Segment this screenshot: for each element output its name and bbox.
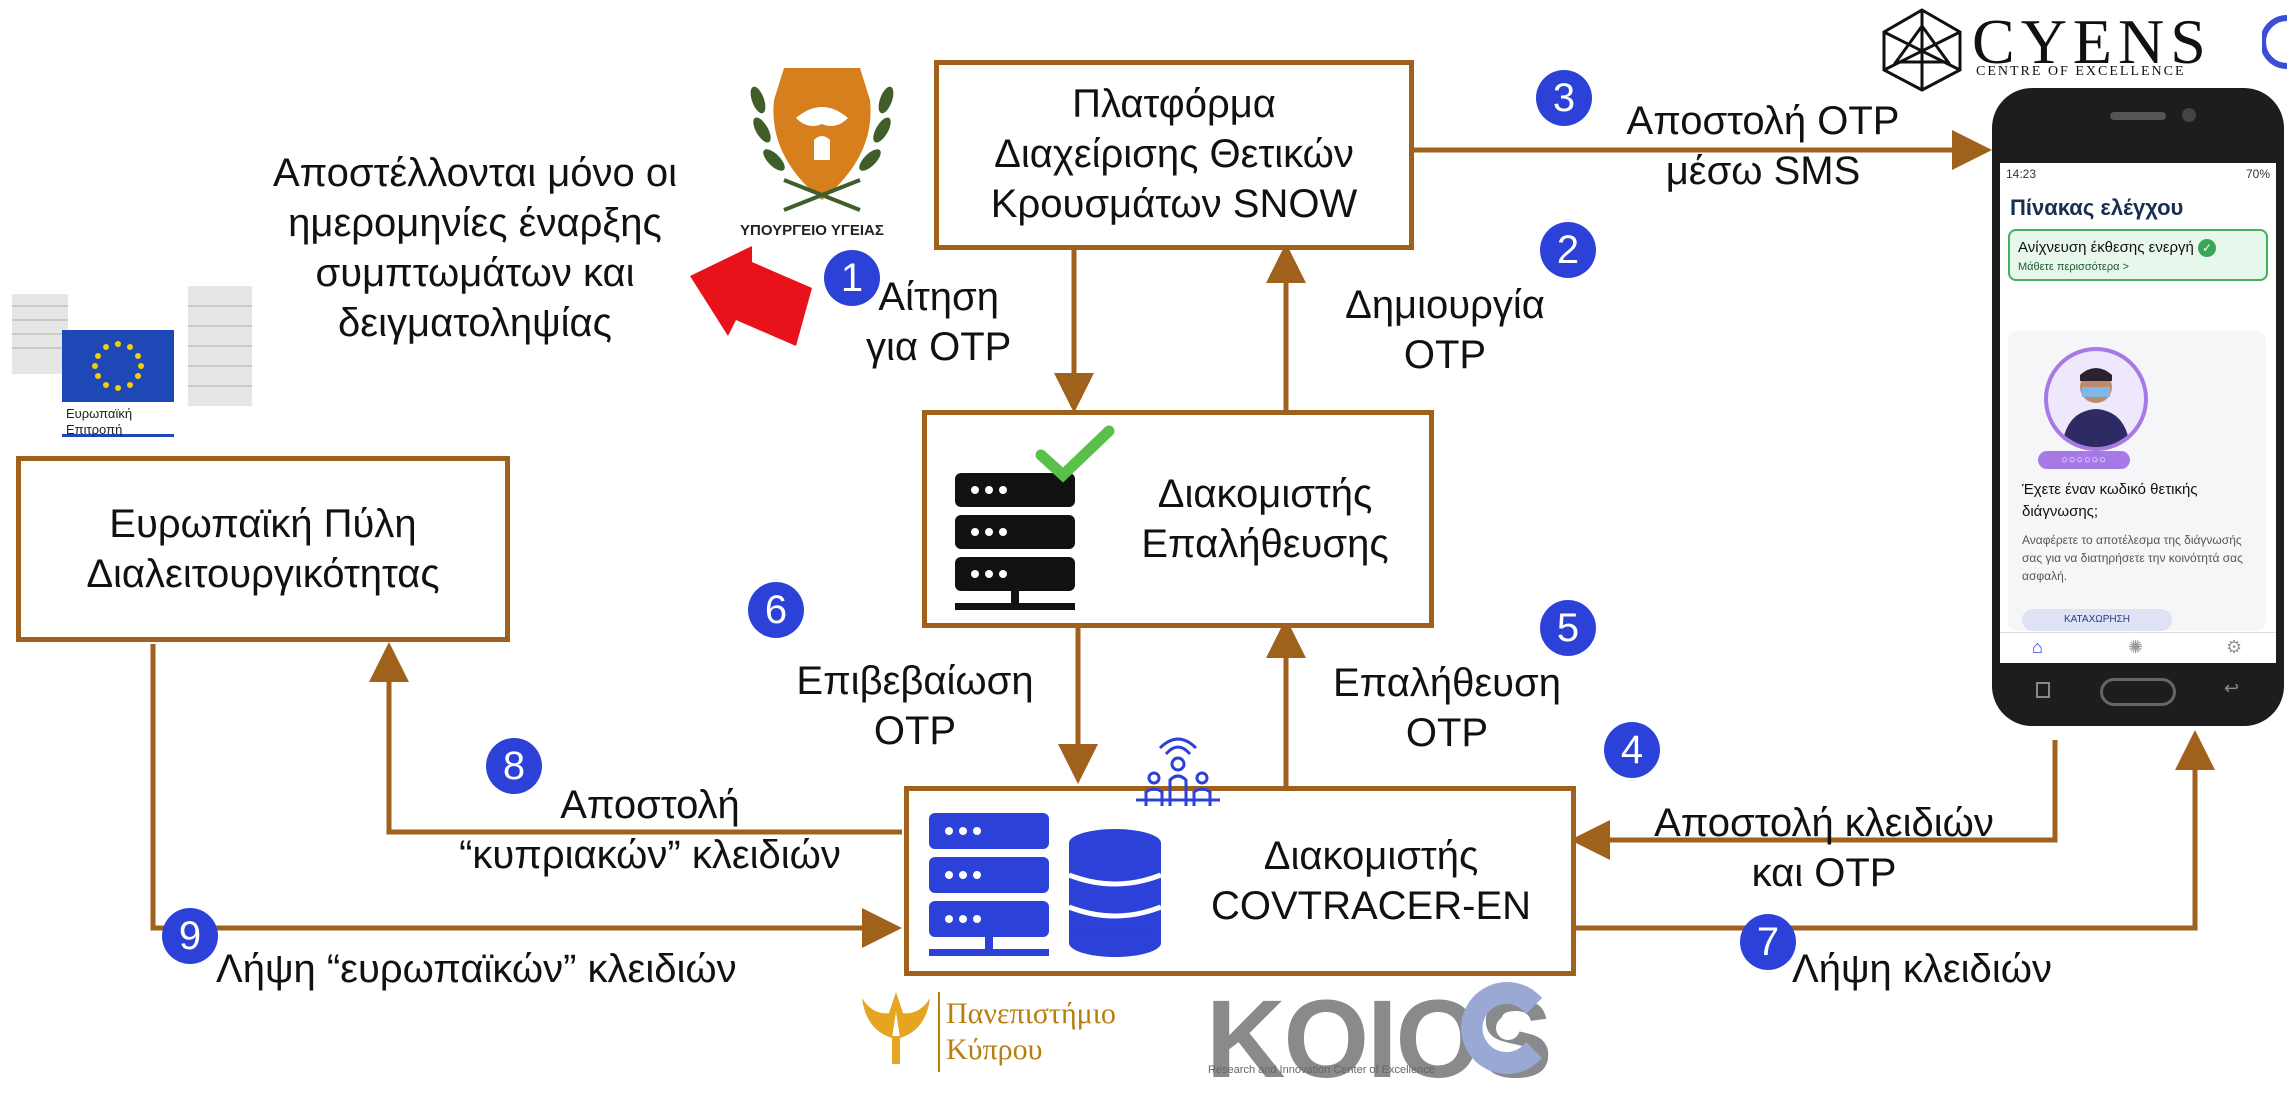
step-7-label: Λήψη κλειδιών <box>1792 947 2052 991</box>
submit-result-button[interactable]: ΚΑΤΑΧΩΡΗΣΗ ΑΠΟΤΕΛΕΣΜΑΤΟΣ > <box>2022 609 2172 631</box>
step-9-label: Λήψη “ευρωπαϊκών” κλειδιών <box>216 947 737 991</box>
checkmark-icon <box>1035 425 1115 485</box>
covtracer-server-label: Διακομιστής COVTRACER-EN <box>1210 834 1532 928</box>
exposure-alert[interactable]: Ανίχνευση έκθεσης ενεργή ✓ Μάθετε περισσ… <box>2008 229 2268 282</box>
step-2-label: Δημιουργία OTP <box>1345 283 1545 377</box>
european-commission-logo <box>12 286 252 446</box>
step-4-label: Αποστολή κλειδιών και OTP <box>1654 801 1994 895</box>
ucy-divider <box>938 992 940 1072</box>
step-2-badge: 2 <box>1540 222 1596 278</box>
snow-platform-label: Πλατφόρμα Διαχείρισης Θετικών Κρουσμάτων… <box>990 82 1358 226</box>
snow-platform-box: Πλατφόρμα Διαχείρισης Θετικών Κρουσμάτων… <box>934 60 1414 250</box>
step-6-label: Επιβεβαίωση OTP <box>796 659 1034 753</box>
diagnosis-code-field[interactable]: ○○○○○○ <box>2038 451 2130 469</box>
red-arrow-icon <box>690 246 812 346</box>
dashboard-title: Πίνακας ελέγχου <box>2010 195 2184 220</box>
tab-bar: ⌂ ✺ ⚙ <box>2000 632 2276 663</box>
phone-camera <box>2182 108 2196 122</box>
contact-tracing-icon <box>1130 730 1226 810</box>
server-icon <box>955 465 1075 615</box>
koios-virus-icon <box>1456 976 1560 1080</box>
step-3-label: Αποστολή OTP μέσω SMS <box>1626 99 1900 193</box>
learn-more-link[interactable]: Μάθετε περισσότερα > <box>2018 261 2129 274</box>
step-8-badge: 8 <box>486 738 542 794</box>
diagnosis-heading: Έχετε έναν κωδικό θετικής διάγνωσης; <box>2022 481 2198 520</box>
step-1-badge: 1 <box>824 250 880 306</box>
diagnosis-description: Αναφέρετε το αποτέλεσμα της διάγνωσής σα… <box>2022 533 2243 583</box>
step-8-label: Αποστολή “κυπριακών” κλειδιών <box>459 783 841 877</box>
covtracer-server-box: Διακομιστής COVTRACER-EN <box>904 786 1576 976</box>
step-7-badge: 7 <box>1740 914 1796 970</box>
european-gateway-label: Ευρωπαϊκή Πύλη Διαλειτουργικότητας <box>86 502 440 596</box>
covtracer-server-icon <box>929 813 1179 963</box>
step-4-badge: 4 <box>1604 722 1660 778</box>
step-5-label: Επαλήθευση OTP <box>1333 661 1561 755</box>
recent-apps-icon[interactable] <box>2036 682 2050 698</box>
verification-server-label: Διακομιστής Επαλήθευσης <box>1141 472 1389 566</box>
ministry-of-health-emblem <box>744 60 900 222</box>
settings-icon[interactable]: ⚙ <box>2226 637 2243 657</box>
home-icon[interactable]: ⌂ <box>2032 637 2043 657</box>
cyens-logo-subtitle: CENTRE OF EXCELLENCE <box>1976 64 2186 79</box>
diagnosis-card: ○○○○○○ Έχετε έναν κωδικό θετικής διάγνωσ… <box>2008 331 2266 631</box>
phone-speaker <box>2110 112 2166 120</box>
step-6-badge: 6 <box>748 582 804 638</box>
arrow-send-cypriot-keys <box>369 642 902 835</box>
step-3-badge: 3 <box>1536 70 1592 126</box>
ucy-logo-text: Πανεπιστήμιο Κύπρου <box>946 997 1116 1066</box>
cyens-logo-icon <box>1880 8 1964 92</box>
phone-home-button[interactable] <box>2100 678 2176 706</box>
back-icon[interactable]: ↩ <box>2224 678 2240 698</box>
cyens-logo-text: CYENS <box>1972 6 2212 77</box>
exposure-alert-title: Ανίχνευση έκθεσης ενεργή <box>2018 239 2194 256</box>
verification-server-box: Διακομιστής Επαλήθευσης <box>922 410 1434 628</box>
step-5-badge: 5 <box>1540 600 1596 656</box>
status-bar: 14:23 70% <box>2000 163 2276 185</box>
status-battery: 70% <box>2245 167 2270 181</box>
cyens-ring-icon <box>2260 14 2287 70</box>
person-avatar-icon <box>2044 347 2148 451</box>
arrow-receive-european-keys <box>150 644 902 948</box>
exposure-icon[interactable]: ✺ <box>2128 637 2144 657</box>
step-1-label: Αίτηση για OTP <box>866 275 1012 369</box>
ucy-logo-icon <box>856 988 936 1068</box>
european-commission-label: Ευρωπαϊκή Επιτροπή <box>66 406 133 437</box>
koios-logo-subtitle: Research and Innovation Center of Excell… <box>1208 1064 1435 1076</box>
phone-screen: 14:23 70% Πίνακας ελέγχου Ανίχνευση έκθε… <box>2000 163 2276 663</box>
arrow-send-keys-otp <box>1570 740 2058 860</box>
step-9-badge: 9 <box>162 908 218 964</box>
ministry-label: ΥΠΟΥΡΓΕΙΟ ΥΓΕΙΑΣ <box>740 222 884 239</box>
dates-only-note: Αποστέλλονται μόνο οι ημερομηνίες έναρξη… <box>272 151 678 345</box>
european-gateway-box: Ευρωπαϊκή Πύλη Διαλειτουργικότητας <box>16 456 510 642</box>
check-circle-icon: ✓ <box>2198 239 2217 258</box>
status-time: 14:23 <box>2006 167 2037 181</box>
